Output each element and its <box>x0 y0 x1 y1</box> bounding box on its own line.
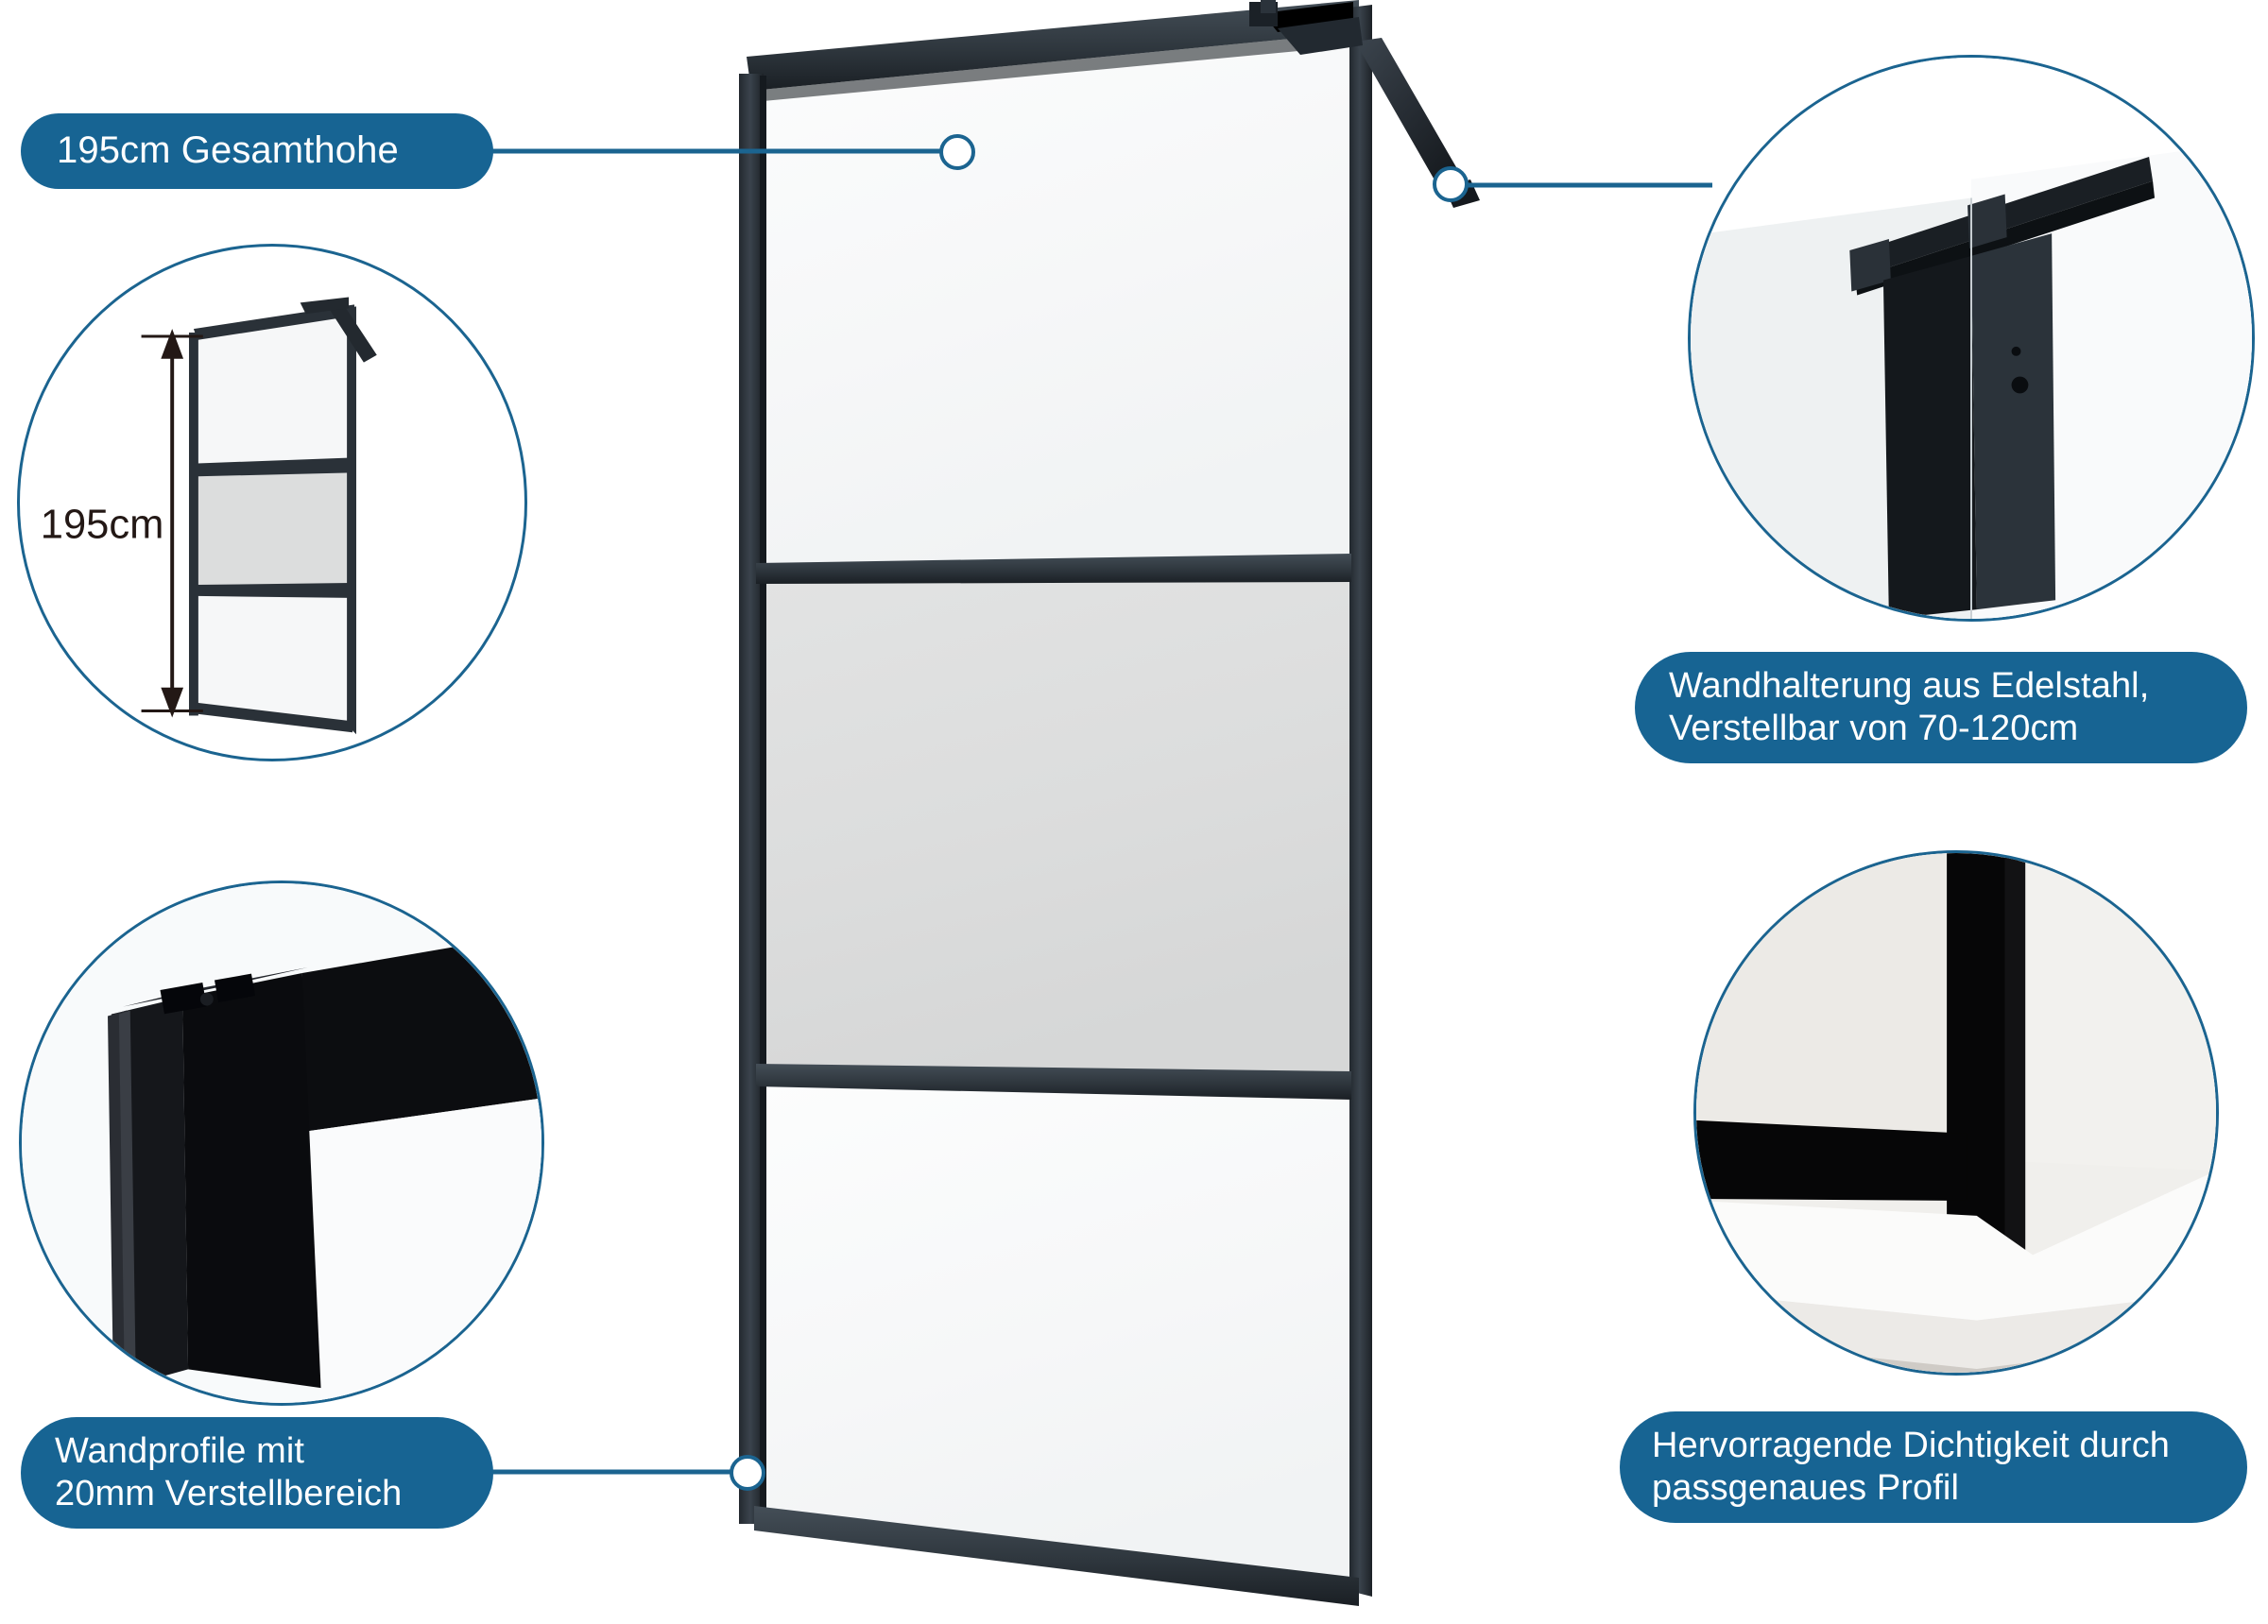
detail-bubble-wall-bracket-photo[interactable] <box>1688 55 2255 622</box>
callout-text-wall-mount: Wandhalterung aus Edelstahl, Verstellbar… <box>1669 666 2150 748</box>
wall-bracket-photo <box>1691 58 2252 619</box>
panel-lower-glass <box>756 1081 1349 1587</box>
ring-marker-wall-mount[interactable] <box>1433 166 1469 202</box>
panel-upper-glass <box>756 9 1349 565</box>
detail-bubble-dimension-diagram[interactable]: 195cm <box>17 244 527 761</box>
callout-label-total-height[interactable]: 195cm Gesamthohe <box>21 113 493 189</box>
stabilizer-bar-brace <box>1263 2 1353 32</box>
wall-profile-photo <box>22 883 541 1403</box>
dimension-label: 195cm <box>41 503 164 548</box>
stabilizer-bar-diagonal-brace <box>1278 17 1363 55</box>
frame-bottom-rail <box>754 1506 1359 1606</box>
frame-right-post <box>1349 5 1372 1597</box>
stabilizer-bar <box>1355 38 1467 197</box>
frame-left-wall-profile <box>739 74 764 1524</box>
frame-divider-upper <box>756 554 1351 584</box>
frame-top-rail <box>747 0 1359 91</box>
tray-seal-photo <box>1696 853 2216 1373</box>
stabilizer-bar-bracket <box>1261 0 1276 13</box>
ring-marker-wall-profile[interactable] <box>730 1455 765 1491</box>
callout-label-wall-profile[interactable]: Wandprofile mit 20mm Verstellbereich <box>21 1417 493 1529</box>
callout-label-wall-mount[interactable]: Wandhalterung aus Edelstahl, Verstellbar… <box>1635 652 2247 763</box>
callout-label-seal-quality[interactable]: Hervorragende Dichtigkeit durch passgena… <box>1620 1411 2247 1523</box>
ring-marker-total-height[interactable] <box>939 134 975 170</box>
frame-top-rail-shadow <box>751 32 1359 102</box>
detail-bubble-tray-seal-photo[interactable] <box>1693 850 2219 1376</box>
frame-divider-lower <box>756 1064 1351 1100</box>
callout-text-seal-quality: Hervorragende Dichtigkeit durch passgena… <box>1652 1426 2171 1508</box>
detail-bubble-wall-profile-photo[interactable] <box>19 880 544 1406</box>
panel-middle-glass <box>756 576 1349 1079</box>
frame-left-wall-profile-edge <box>760 76 766 1519</box>
callout-text-total-height: 195cm Gesamthohe <box>57 129 399 172</box>
callout-text-wall-profile: Wandprofile mit 20mm Verstellbereich <box>55 1431 403 1513</box>
dimension-diagram: 195cm <box>41 297 377 735</box>
